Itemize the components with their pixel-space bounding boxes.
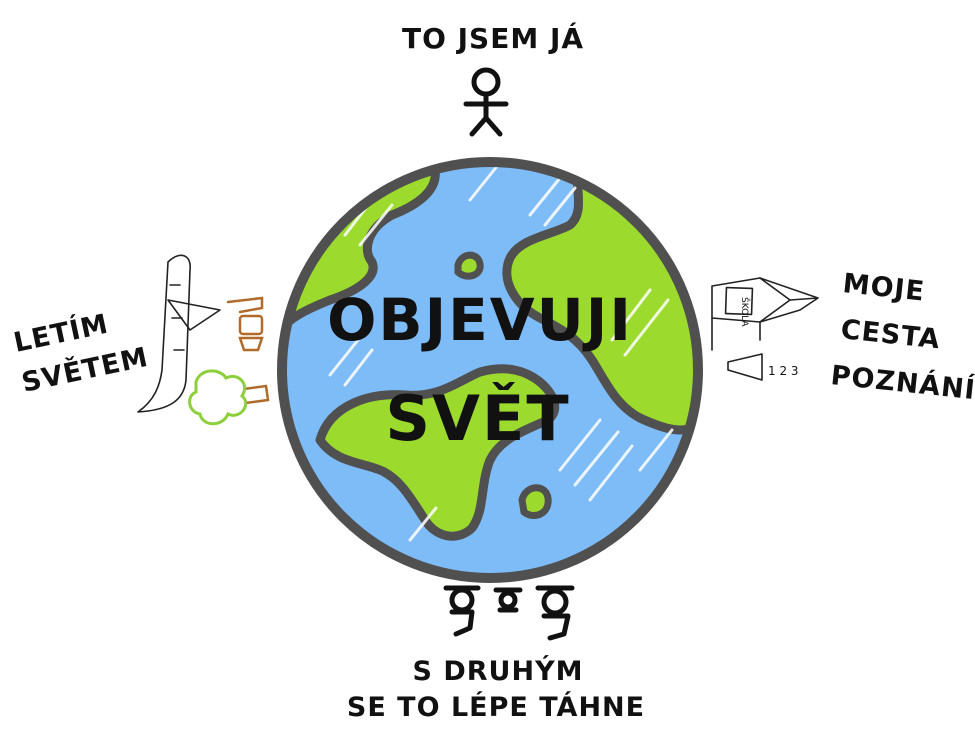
label-right-line-3: POZNÁNÍ [829, 359, 975, 406]
label-right-line-2: CESTA [839, 314, 942, 355]
label-right-line-1: MOJE [841, 268, 926, 307]
label-bottom-line-2: SE TO LÉPE TÁHNE [347, 691, 645, 723]
title-line-2: SVĚT [385, 382, 570, 455]
school-icon: ŠKOLA 1 2 3 [712, 278, 818, 380]
globe [280, 161, 703, 578]
island-south [522, 488, 548, 516]
label-top: TO JSEM JÁ [402, 21, 584, 55]
rocket-icon [138, 255, 268, 423]
school-sign: ŠKOLA [739, 297, 751, 327]
title-line-1: OBJEVUJI [327, 286, 633, 354]
label-bottom-line-1: S DRUHÝM [413, 655, 584, 687]
people-group-icon [446, 588, 572, 638]
school-numbers: 1 2 3 [768, 364, 799, 378]
island-north [458, 255, 480, 276]
stick-figure-icon [466, 70, 506, 134]
smoke-cloud [190, 371, 246, 424]
